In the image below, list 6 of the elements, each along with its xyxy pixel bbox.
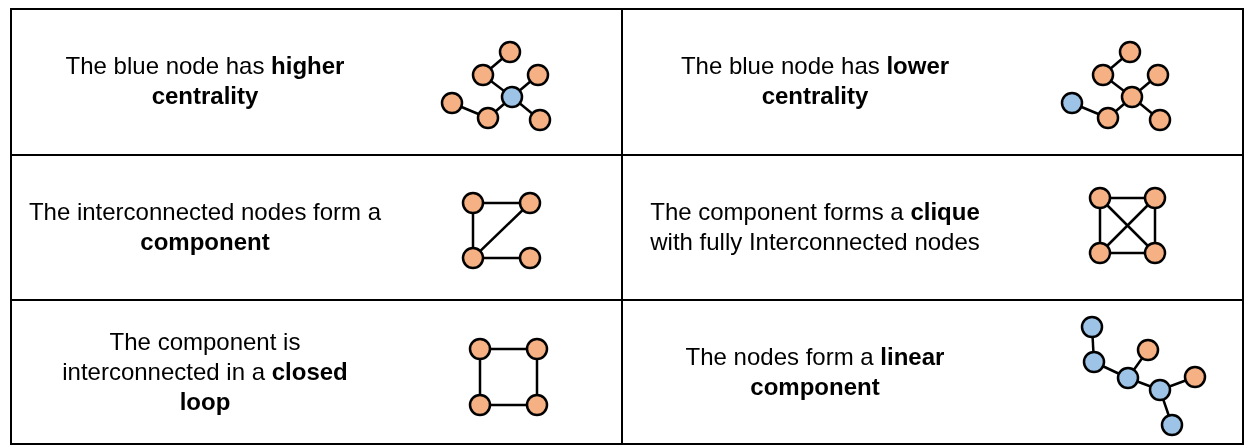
description-text: The component is interconnected in a closed loop	[61, 326, 349, 417]
description-text: The nodes form a linear component	[684, 341, 946, 402]
description-text: The blue node has lower centrality	[679, 51, 951, 111]
description-text: The interconnected nodes form a component	[27, 196, 383, 257]
description-text: The blue node has higher centrality	[64, 51, 346, 111]
description-text: The component forms a clique with fully Interconnected nodes	[649, 196, 981, 257]
